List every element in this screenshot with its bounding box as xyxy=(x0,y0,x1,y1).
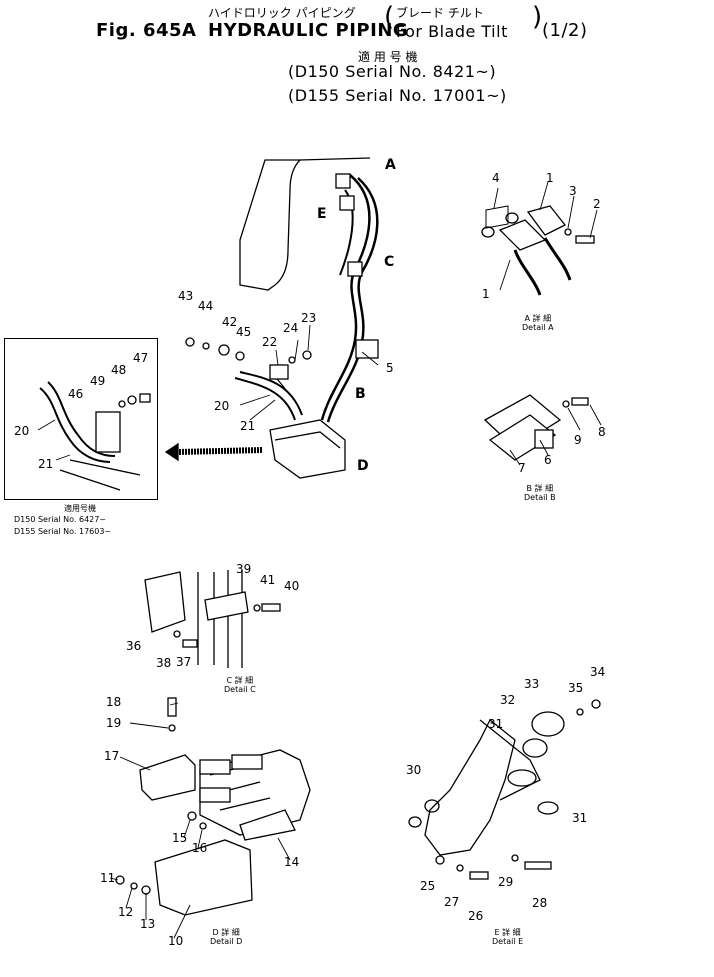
detail-d-drawing xyxy=(139,754,196,801)
inset-serial-2: D155 Serial No. 17603~ xyxy=(14,527,112,536)
part-number-44: 44 xyxy=(198,299,214,313)
part-number-39: 39 xyxy=(236,562,252,576)
part-number-32: 32 xyxy=(500,693,516,707)
part-number-25: 25 xyxy=(420,879,436,893)
part-number-8: 8 xyxy=(598,425,606,439)
marker-d: D xyxy=(357,458,369,474)
part-number-10: 10 xyxy=(168,934,184,948)
serial-range-1: (D150 Serial No. 8421~) xyxy=(288,62,497,81)
part-number-46: 46 xyxy=(68,387,84,401)
part-number-27: 27 xyxy=(444,895,460,909)
serial-range-2: (D155 Serial No. 17001~) xyxy=(288,86,507,105)
tank-outline xyxy=(239,159,302,291)
part-number-48: 48 xyxy=(111,363,127,377)
figure-subtitle: For Blade Tilt xyxy=(396,22,508,41)
title-japanese: ハイドロリック パイピング xyxy=(208,6,356,20)
part-number-6: 6 xyxy=(544,453,552,467)
part-number-18: 18 xyxy=(106,695,122,709)
part-number-37: 37 xyxy=(176,655,192,669)
part-number-49: 49 xyxy=(90,374,106,388)
part-number-47: 47 xyxy=(133,351,149,365)
main-hose xyxy=(320,174,371,421)
part-number-36: 36 xyxy=(126,639,142,653)
inset-applicable-label: 適用号機 xyxy=(64,504,96,513)
view-arrow xyxy=(177,447,263,455)
part-number-24: 24 xyxy=(283,321,299,335)
part-number-22: 22 xyxy=(262,335,278,349)
part-number-13: 13 xyxy=(140,917,156,931)
part-number-33: 33 xyxy=(524,677,540,691)
marker-e: E xyxy=(317,206,327,222)
part-number-31: 31 xyxy=(488,717,504,731)
figure-number: Fig. 645A xyxy=(96,20,197,41)
part-number-7: 7 xyxy=(518,461,526,475)
inset-serial-1: D150 Serial No. 6427~ xyxy=(14,515,107,524)
page-indicator: (1/2) xyxy=(542,20,588,41)
part-number-16: 16 xyxy=(192,841,208,855)
part-number-42: 42 xyxy=(222,315,238,329)
part-number-31b: 31 xyxy=(572,811,588,825)
part-number-30: 30 xyxy=(406,763,422,777)
valve-block xyxy=(269,419,346,479)
detail-e-drawing xyxy=(424,718,516,856)
part-number-26: 26 xyxy=(468,909,484,923)
part-number-12: 12 xyxy=(118,905,134,919)
paren-open: ( xyxy=(384,2,395,32)
part-number-35: 35 xyxy=(568,681,584,695)
part-number-23: 23 xyxy=(301,311,317,325)
part-number-45: 45 xyxy=(236,325,252,339)
inset-variant-box xyxy=(4,338,158,500)
part-number-15: 15 xyxy=(172,831,188,845)
part-number-28: 28 xyxy=(532,896,548,910)
part-number-14: 14 xyxy=(284,855,300,869)
part-number-21: 21 xyxy=(240,419,256,433)
part-number-17: 17 xyxy=(104,749,120,763)
title-japanese-sub: ブレード チルト xyxy=(396,6,484,20)
part-number-29: 29 xyxy=(498,875,514,889)
part-number-34: 34 xyxy=(590,665,606,679)
part-number-43: 43 xyxy=(178,289,194,303)
part-number-38: 38 xyxy=(156,656,172,670)
part-number-20-inset: 20 xyxy=(14,424,30,438)
part-number-3: 3 xyxy=(569,184,577,198)
part-number-20: 20 xyxy=(214,399,230,413)
part-number-19: 19 xyxy=(106,716,122,730)
part-number-21-inset: 21 xyxy=(38,457,54,471)
marker-c: C xyxy=(384,254,395,270)
marker-a: A xyxy=(385,157,396,173)
part-number-41: 41 xyxy=(260,573,276,587)
figure-title: HYDRAULIC PIPING xyxy=(208,20,409,41)
part-number-1b: 1 xyxy=(482,287,490,301)
applicable-models-label: 適 用 号 機 xyxy=(358,50,418,64)
part-number-9: 9 xyxy=(574,433,582,447)
part-number-5: 5 xyxy=(386,361,394,375)
detail-c-drawing xyxy=(144,571,186,633)
part-number-2: 2 xyxy=(593,197,601,211)
part-number-4: 4 xyxy=(492,171,500,185)
marker-b: B xyxy=(355,386,366,402)
paren-close: ) xyxy=(532,2,543,32)
part-number-11: 11 xyxy=(100,871,116,885)
part-number-1: 1 xyxy=(546,171,554,185)
part-number-40: 40 xyxy=(284,579,300,593)
